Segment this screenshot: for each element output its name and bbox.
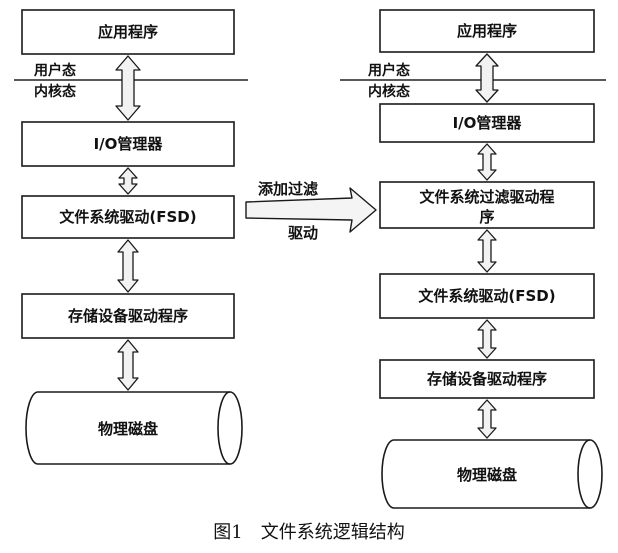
left-arrow-app-io: [115, 55, 141, 121]
right-arrow-filter-fsd: [477, 229, 497, 273]
left-user-mode-label: 用户态: [34, 62, 76, 79]
left-fsd-box: [21, 195, 235, 239]
left-storage-driver-label: 存储设备驱动程序: [68, 307, 188, 325]
right-storage-driver-box: [379, 359, 595, 399]
left-disk-rim: [217, 391, 231, 465]
right-arrow-app-io: [475, 53, 499, 103]
right-disk-label: 物理磁盘: [457, 466, 517, 484]
left-io-manager-box: [21, 121, 235, 167]
right-arrow-io-filter: [477, 143, 497, 181]
right-disk-rim: [577, 439, 591, 509]
add-filter-label-line2: 驱动: [288, 224, 318, 242]
right-arrow-fsd-storage: [477, 319, 497, 359]
right-storage-driver-label: 存储设备驱动程序: [427, 370, 547, 388]
right-filter-driver-label-line2: 序: [479, 208, 494, 226]
left-arrow-io-fsd: [118, 167, 138, 195]
right-stack: 应用程序 用户态 内核态 I/O管理器 文件系统过滤驱动程 序 文件系统驱动(F…: [340, 9, 606, 509]
right-io-manager-label: I/O管理器: [453, 114, 523, 132]
left-disk-label: 物理磁盘: [98, 420, 158, 438]
left-io-manager-label: I/O管理器: [94, 135, 164, 153]
left-fsd-label: 文件系统驱动(FSD): [59, 208, 196, 226]
right-io-manager-box: [379, 103, 595, 143]
left-app-box: [21, 9, 235, 55]
left-arrow-storage-disk: [117, 339, 139, 391]
right-arrow-storage-disk: [477, 399, 497, 439]
transition: 添加过滤 驱动: [245, 180, 377, 242]
right-filter-driver-label-line1: 文件系统过滤驱动程: [419, 188, 554, 206]
right-disk-cylinder: [381, 439, 603, 509]
left-stack: 应用程序 用户态 内核态 I/O管理器 文件系统驱动(FSD) 存储设备驱动程序…: [14, 9, 248, 465]
right-user-mode-label: 用户态: [368, 62, 410, 79]
left-disk-cylinder: [25, 391, 243, 465]
left-kernel-mode-label: 内核态: [34, 83, 76, 100]
figure-caption: 图1 文件系统逻辑结构: [213, 522, 404, 543]
left-storage-driver-box: [21, 293, 235, 339]
right-fsd-label: 文件系统驱动(FSD): [418, 287, 555, 305]
right-fsd-box: [379, 273, 595, 319]
left-app-label: 应用程序: [98, 23, 158, 41]
right-filter-driver-box: [379, 181, 595, 229]
add-filter-label-line1: 添加过滤: [258, 180, 318, 198]
right-kernel-mode-label: 内核态: [368, 83, 410, 100]
right-app-label: 应用程序: [457, 22, 517, 40]
add-filter-arrow: [245, 187, 377, 233]
right-app-box: [379, 9, 595, 53]
left-arrow-fsd-storage: [117, 239, 139, 293]
